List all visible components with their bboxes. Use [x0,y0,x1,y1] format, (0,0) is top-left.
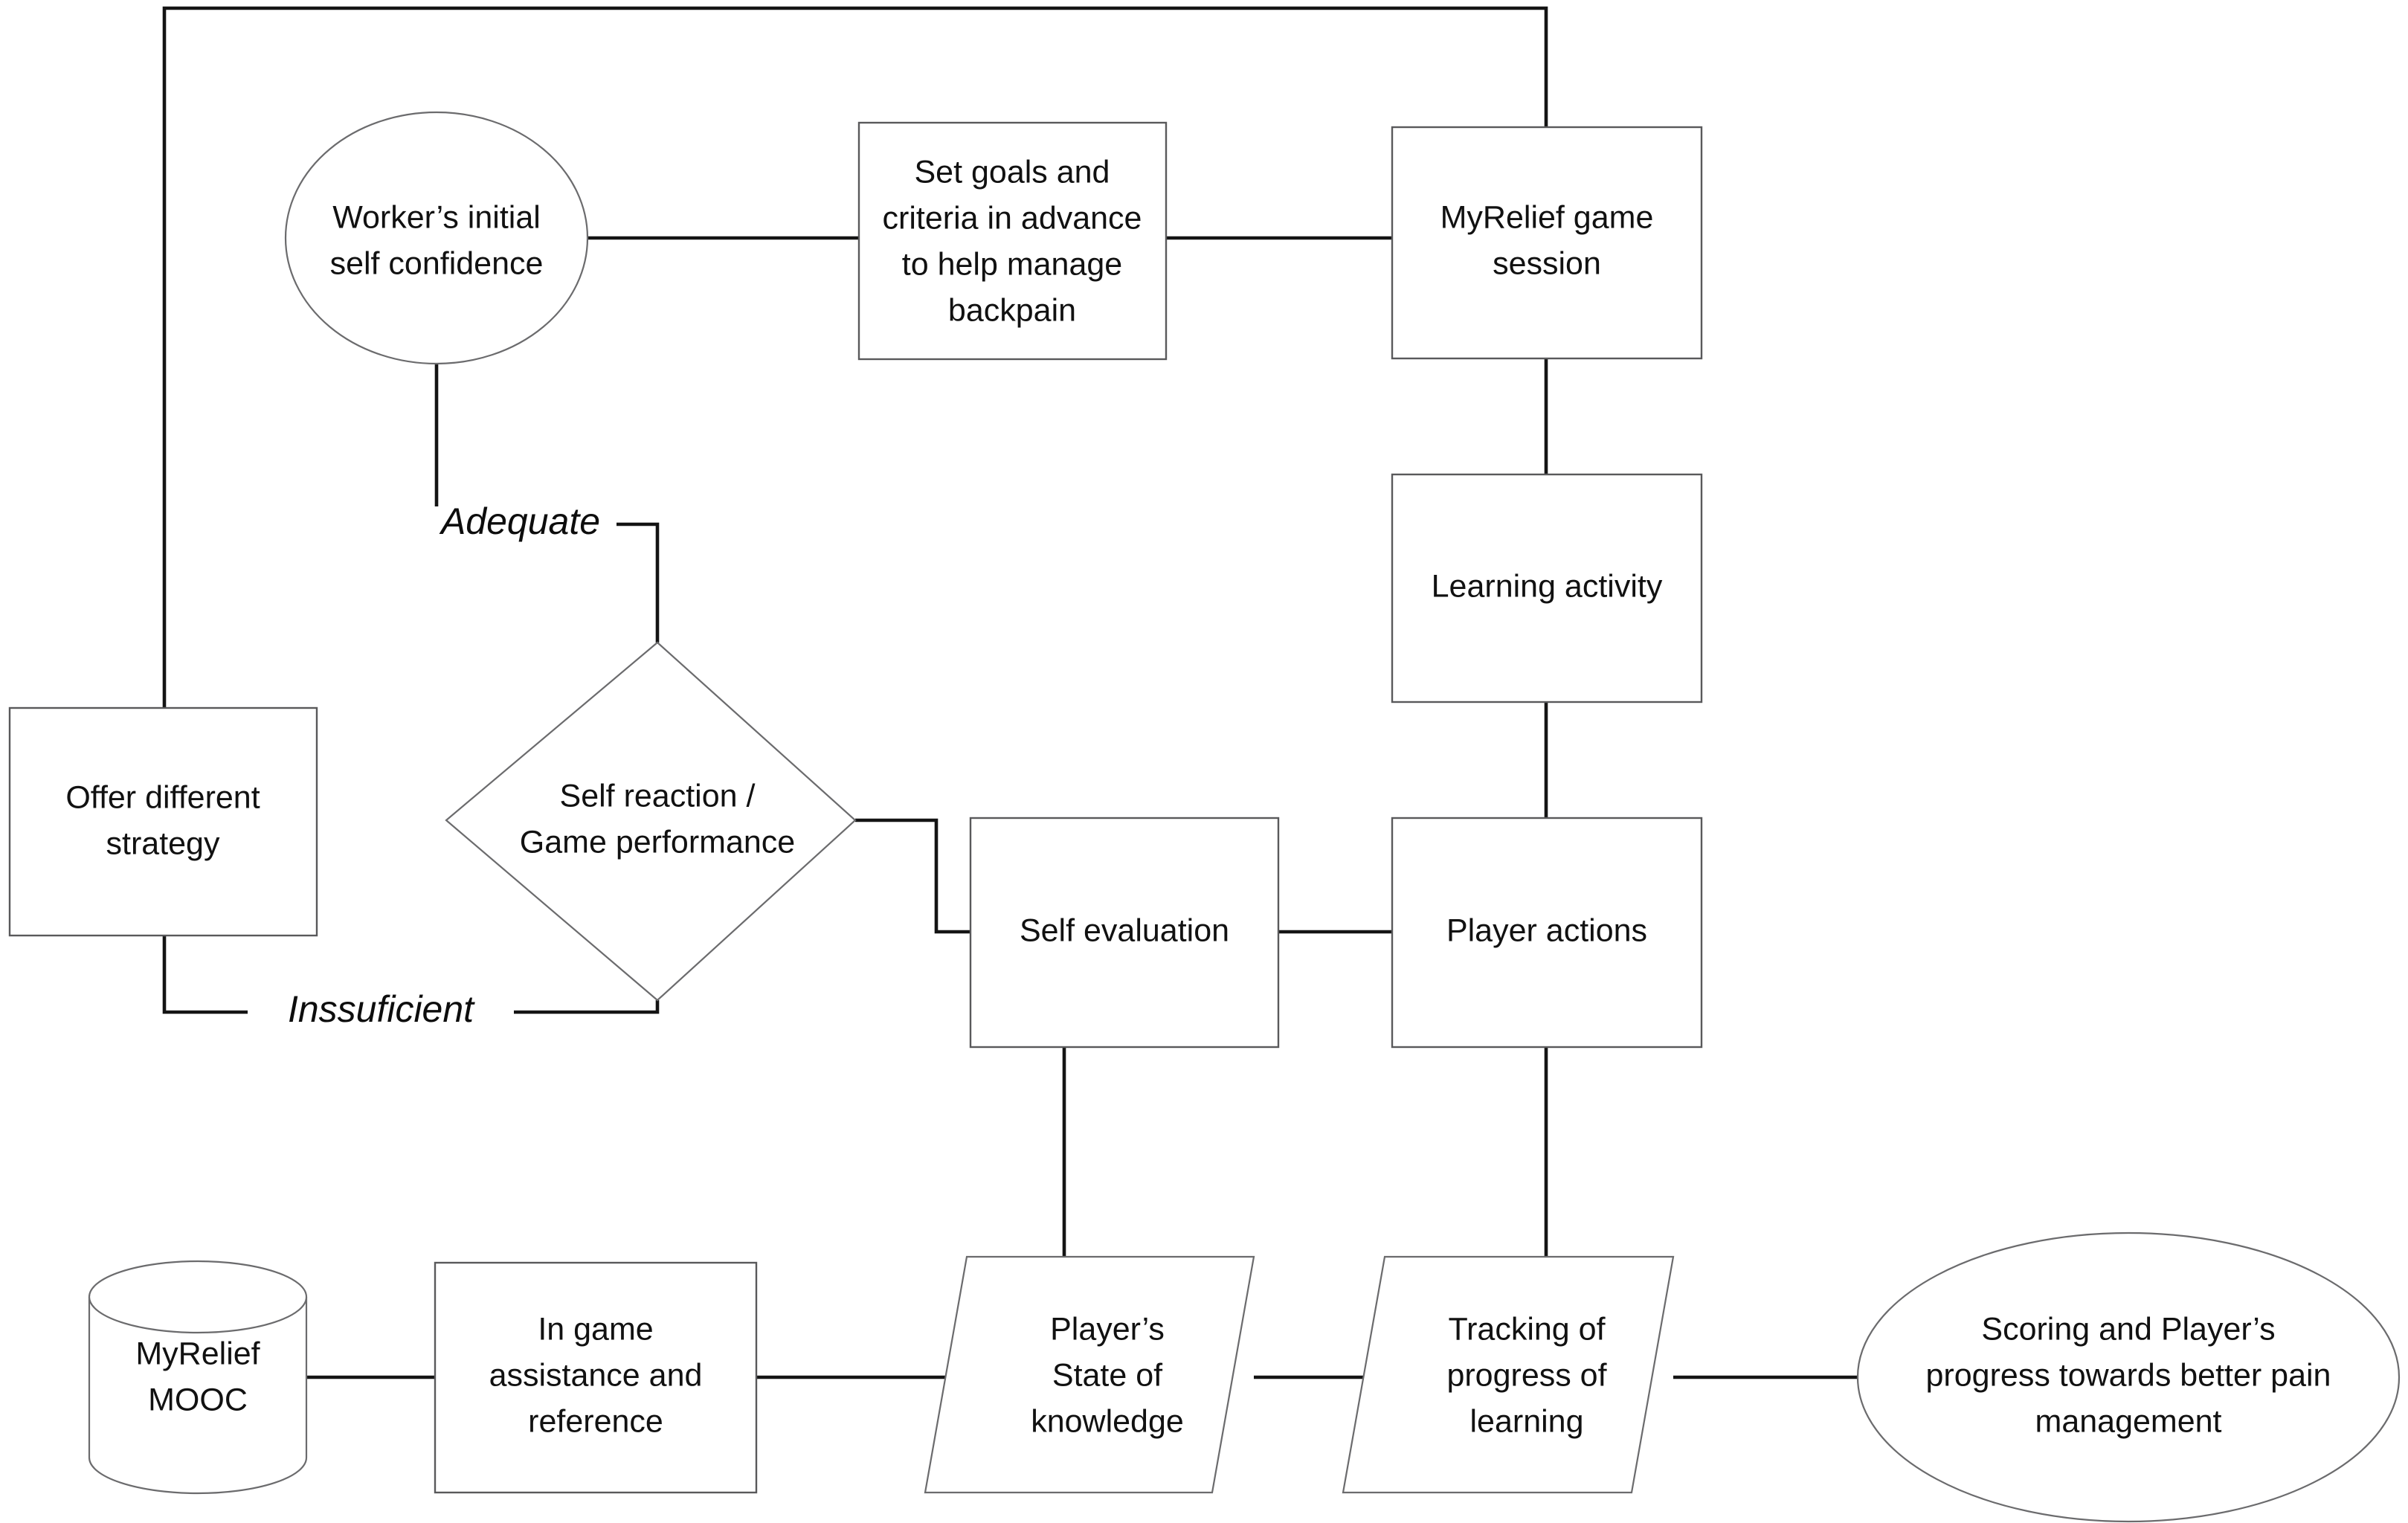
edge-label-inssuficient: Inssuficient [288,988,475,1030]
player-state-line-3: knowledge [1031,1403,1184,1439]
worker-confidence-line-2: self confidence [330,245,544,281]
offer-strategy-line-1: Offer different [65,779,260,815]
self-reaction-line-1: Self reaction / [560,778,756,814]
node-worker-confidence[interactable]: Worker’s initial self confidence [284,111,589,365]
edge-label-adequate: Adequate [439,500,600,542]
self-evaluation-rect [969,817,1280,1049]
connector-adequate-to-diamond [617,522,660,643]
connector-layer [162,6,1858,1379]
mooc-line-2: MOOC [148,1382,248,1417]
game-session-line-1: MyRelief game [1440,199,1654,235]
worker-confidence-ellipse [284,111,589,365]
set-goals-line-4: backpain [948,292,1076,328]
scoring-progress-line-3: management [2035,1403,2222,1439]
node-learning-activity[interactable]: Learning activity [1391,473,1703,703]
player-state-line-2: State of [1052,1357,1163,1393]
worker-confidence-line-1: Worker’s initial [332,199,541,235]
set-goals-line-1: Set goals and [915,154,1110,190]
node-tracking-progress[interactable]: Tracking of progress of learning [1342,1255,1675,1494]
tracking-progress-line-2: progress of [1446,1357,1607,1393]
tracking-progress-line-3: learning [1470,1403,1584,1439]
mooc-line-1: MyRelief [135,1336,260,1371]
scoring-progress-line-2: progress towards better pain [1926,1357,2331,1393]
tracking-progress-parallelogram [1342,1255,1675,1494]
player-actions-label: Player actions [1446,912,1647,948]
connector-feedback-top [162,6,1548,710]
connector-diamond-to-self-evaluation [855,818,970,934]
scoring-progress-line-1: Scoring and Player’s [1981,1311,2275,1347]
node-player-actions[interactable]: Player actions [1391,817,1703,1049]
in-game-assistance-line-2: assistance and [489,1357,703,1393]
in-game-assistance-line-3: reference [528,1403,663,1439]
in-game-assistance-line-1: In game [538,1311,653,1347]
game-session-rect [1391,126,1703,360]
player-state-parallelogram [924,1255,1255,1494]
node-player-state[interactable]: Player’s State of knowledge [924,1255,1255,1494]
node-scoring-progress[interactable]: Scoring and Player’s progress towards be… [1856,1231,2401,1523]
node-in-game-assistance[interactable]: In game assistance and reference [434,1261,758,1494]
self-reaction-line-2: Game performance [520,824,795,860]
node-self-evaluation[interactable]: Self evaluation [969,817,1280,1049]
mooc-cylinder-body [88,1297,308,1495]
connector-inssuficient-to-diamond [514,1000,660,1014]
node-self-reaction[interactable]: Self reaction / Game performance [445,641,857,1002]
set-goals-line-3: to help manage [902,246,1122,282]
player-actions-rect [1391,817,1703,1049]
node-set-goals[interactable]: Set goals and criteria in advance to hel… [857,121,1168,361]
tracking-progress-line-1: Tracking of [1448,1311,1606,1347]
node-game-session[interactable]: MyRelief game session [1391,126,1703,360]
learning-activity-rect [1391,473,1703,703]
node-offer-strategy[interactable]: Offer different strategy [8,706,318,937]
offer-strategy-rect [8,706,318,937]
set-goals-line-2: criteria in advance [883,200,1142,236]
connector-strategy-to-inssuficient [162,936,248,1014]
in-game-assistance-rect [434,1261,758,1494]
node-myrelief-mooc[interactable]: MyRelief MOOC [88,1260,308,1495]
set-goals-rect [857,121,1168,361]
mooc-cylinder-top [88,1260,308,1334]
game-session-line-2: session [1493,245,1601,281]
self-evaluation-label: Self evaluation [1020,912,1229,948]
learning-activity-label: Learning activity [1432,568,1663,604]
player-state-line-1: Player’s [1050,1311,1165,1347]
self-reaction-diamond [445,641,857,1002]
scoring-progress-ellipse [1856,1231,2401,1523]
offer-strategy-line-2: strategy [106,825,220,861]
